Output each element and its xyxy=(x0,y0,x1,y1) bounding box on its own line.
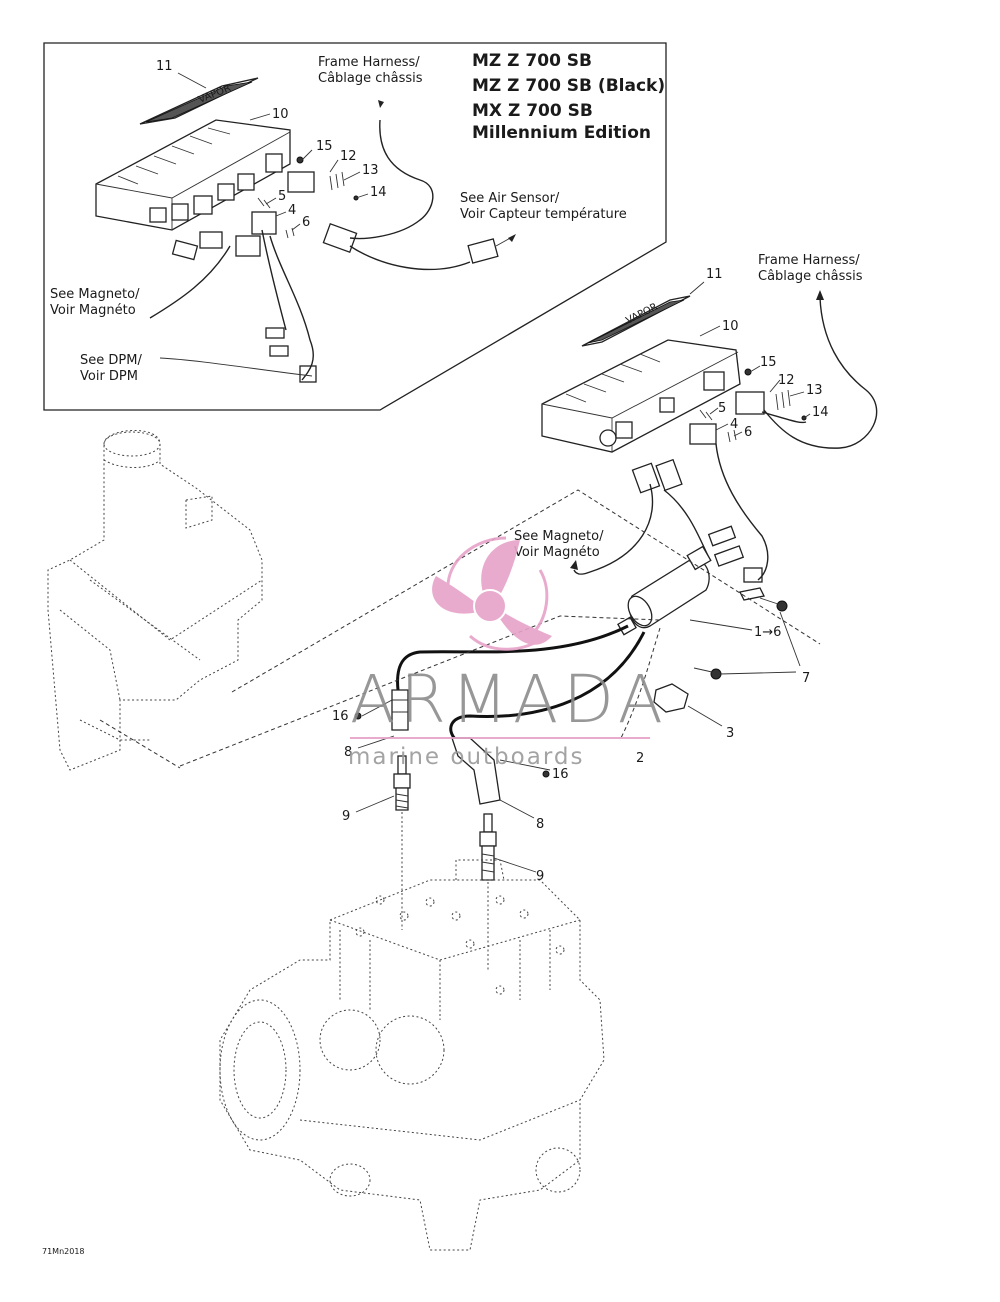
inset-dpm-fr: Voir DPM xyxy=(80,369,138,384)
watermark-tagline: marine outboards xyxy=(348,744,584,770)
model-line-3: MX Z 700 SB xyxy=(472,101,593,121)
callout-7: 7 xyxy=(802,671,810,686)
inset-air-sensor-fr: Voir Capteur température xyxy=(460,207,627,222)
inset-callout-10: 10 xyxy=(272,107,289,122)
watermark: ARMADA marine outboards xyxy=(348,536,668,770)
callout-12: 12 xyxy=(778,373,795,388)
callout-4: 4 xyxy=(730,417,738,432)
spark-plug-2 xyxy=(479,813,497,881)
inset-callout-6: 6 xyxy=(302,215,310,230)
inset-magneto-fr: Voir Magnéto xyxy=(50,303,136,318)
callout-9-left: 9 xyxy=(342,809,350,824)
logo-plate-main: VAPOR xyxy=(581,295,691,347)
inset-frame-harness-fr: Câblage châssis xyxy=(318,71,423,86)
main-magneto-fr: Voir Magnéto xyxy=(514,545,600,560)
watermark-propeller-icon xyxy=(432,536,552,651)
callout-8-left: 8 xyxy=(344,745,352,760)
main-frame-harness-en: Frame Harness/ xyxy=(758,253,860,268)
callout-3: 3 xyxy=(726,726,734,741)
callout-16-right: 16 xyxy=(552,767,569,782)
spark-plug-1 xyxy=(393,755,411,811)
spark-plug-cap-2 xyxy=(451,737,501,805)
logo-plate-inset: VAPOR xyxy=(139,77,259,125)
inset-callout-11: 11 xyxy=(156,59,173,74)
oil-tank xyxy=(47,430,263,771)
model-line-1: MZ Z 700 SB xyxy=(472,51,592,71)
spark-plug-cap-1 xyxy=(391,689,409,731)
ecu-module-inset xyxy=(95,119,291,231)
inset-panel: VAPOR xyxy=(43,42,667,411)
engine-block xyxy=(219,859,605,1251)
inset-callout-5: 5 xyxy=(278,189,286,204)
callout-14: 14 xyxy=(812,405,829,420)
inset-magneto-en: See Magneto/ xyxy=(50,287,140,302)
model-line-2: MZ Z 700 SB (Black) xyxy=(472,76,665,96)
inset-air-sensor-en: See Air Sensor/ xyxy=(460,191,560,206)
callout-2: 2 xyxy=(636,751,644,766)
callout-11: 11 xyxy=(706,267,723,282)
callout-9-right: 9 xyxy=(536,869,544,884)
main-magneto-en: See Magneto/ xyxy=(514,529,604,544)
ignition-coil-group xyxy=(354,545,801,970)
ecu-group-main: VAPOR xyxy=(514,253,878,583)
callout-13: 13 xyxy=(806,383,823,398)
callout-16-left: 16 xyxy=(332,709,349,724)
callout-15: 15 xyxy=(760,355,777,370)
inset-dpm-en: See DPM/ xyxy=(80,353,142,368)
inset-callout-4: 4 xyxy=(288,203,296,218)
callout-10: 10 xyxy=(722,319,739,334)
callout-8-right: 8 xyxy=(536,817,544,832)
ecu-module-main xyxy=(541,339,741,453)
inset-frame-harness-en: Frame Harness/ xyxy=(318,55,420,70)
main-frame-harness-fr: Câblage châssis xyxy=(758,269,863,284)
figure-code: 71Mn2018 xyxy=(42,1247,85,1256)
inset-callout-12: 12 xyxy=(340,149,357,164)
watermark-brand: ARMADA xyxy=(350,661,668,738)
model-line-4: Millennium Edition xyxy=(472,123,651,143)
connectors-inset xyxy=(171,156,499,383)
callout-6: 6 xyxy=(744,425,752,440)
main-callouts: 11 10 15 12 13 14 5 4 6 1→6 7 3 2 16 16 … xyxy=(332,267,829,884)
inset-callout-14: 14 xyxy=(370,185,387,200)
callout-5: 5 xyxy=(718,401,726,416)
inset-callout-15: 15 xyxy=(316,139,333,154)
callout-1-to-6: 1→6 xyxy=(754,625,781,640)
inset-callout-13: 13 xyxy=(362,163,379,178)
